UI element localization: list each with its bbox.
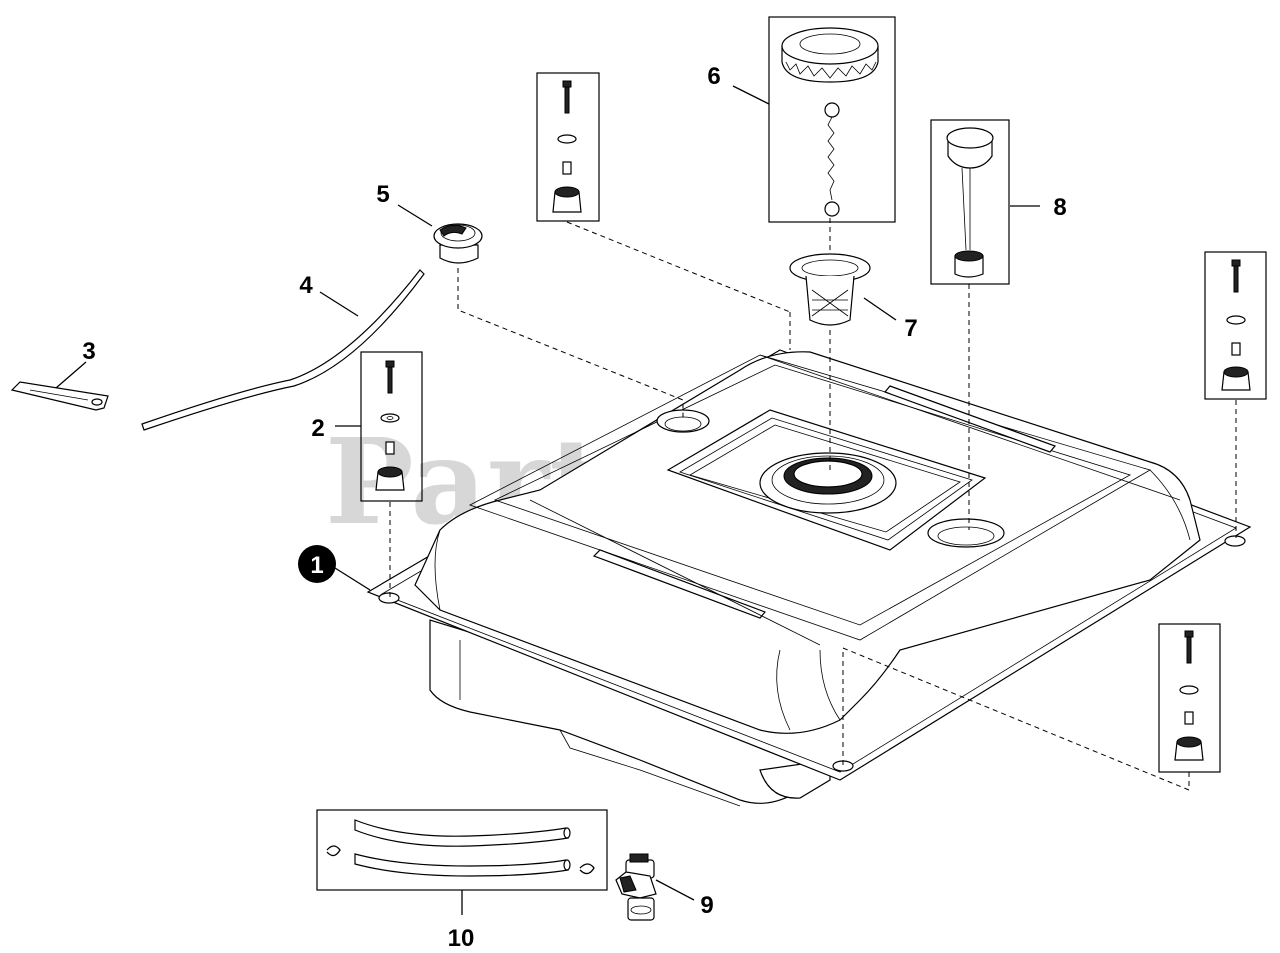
hose-icon[interactable] [141, 269, 425, 431]
fuel-strainer-icon[interactable] [789, 253, 871, 326]
callout-6-label[interactable]: 6 [707, 63, 720, 90]
callout-7-label[interactable]: 7 [904, 315, 917, 342]
callout-4-label[interactable]: 4 [299, 272, 313, 299]
callout-8-label[interactable]: 8 [1053, 194, 1066, 221]
callout-2-label[interactable]: 2 [311, 415, 324, 442]
callout-9-label[interactable]: 9 [700, 892, 713, 919]
callout-5-label[interactable]: 5 [376, 181, 389, 208]
callout-10-label[interactable]: 10 [448, 925, 475, 952]
callout-3-label[interactable]: 3 [82, 338, 95, 365]
fuel-tank-icon[interactable] [366, 349, 1252, 807]
fuel-cap-with-tether-icon[interactable] [768, 16, 896, 223]
mounting-hardware-kit-icon[interactable] [536, 72, 600, 222]
explode-lines [389, 218, 1237, 791]
mounting-hardware-kit-icon[interactable] [1158, 623, 1221, 773]
mounting-hardware-kit-icon[interactable] [1204, 251, 1267, 400]
clip-strap-icon[interactable] [10, 381, 109, 411]
vent-cap-icon[interactable] [433, 223, 483, 264]
callout-1-label: 1 [310, 552, 323, 579]
fuel-gauge-icon[interactable] [930, 119, 1010, 285]
fuel-valve-icon[interactable] [615, 853, 657, 921]
leader-lines [55, 85, 1040, 915]
fuel-line-kit-icon[interactable] [316, 809, 608, 891]
callout-1[interactable]: 1 [298, 545, 336, 583]
